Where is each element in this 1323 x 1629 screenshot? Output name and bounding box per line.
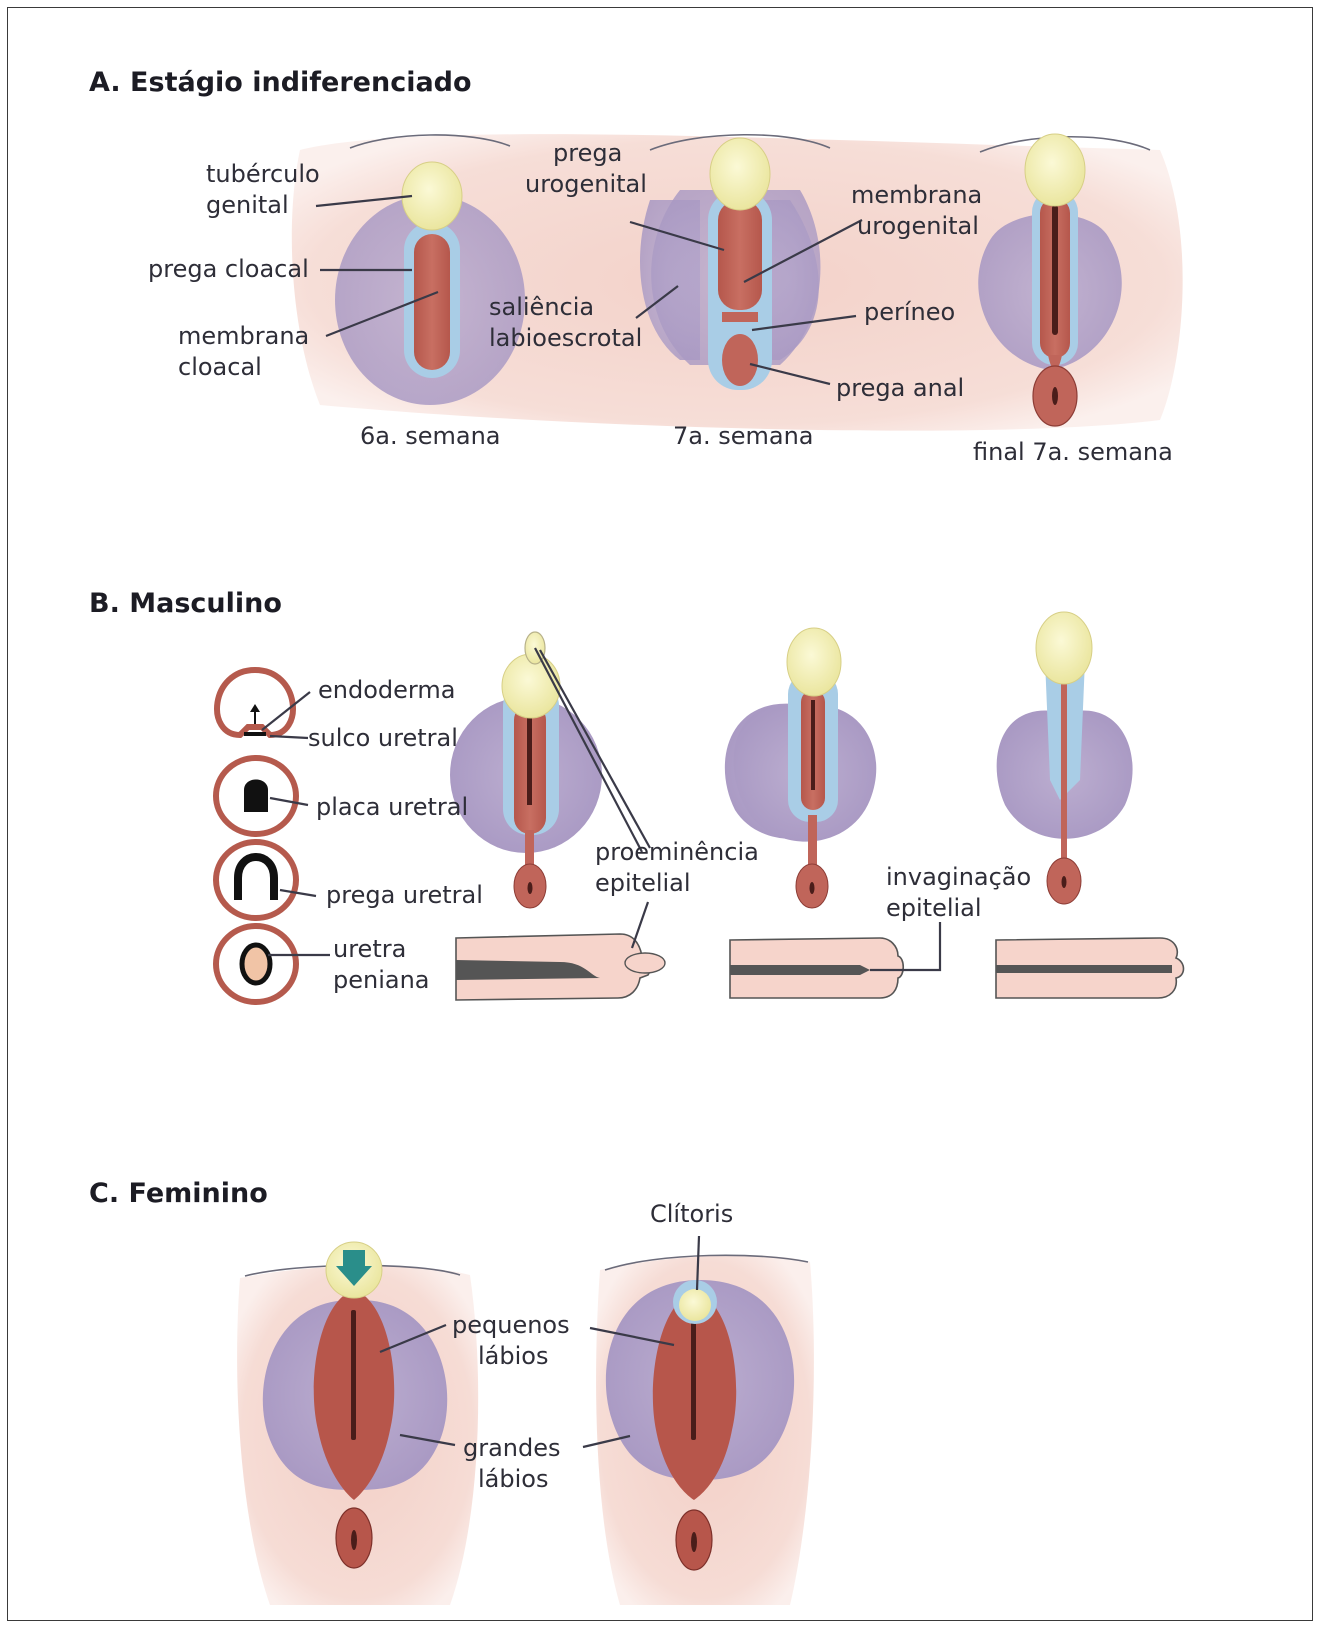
label-membrana-cloacal-line2: cloacal	[178, 353, 262, 381]
label-endoderma: endoderma	[318, 676, 455, 704]
caption-final-7-week: final 7a. semana	[973, 438, 1173, 466]
b-male-stage-3-illustration	[997, 612, 1133, 904]
label-prega-urogenital-line2: urogenital	[525, 170, 647, 198]
b-male-stage-1-illustration	[450, 632, 602, 908]
label-pequenos-line1: pequenos	[452, 1311, 570, 1339]
section-b-title: B. Masculino	[89, 588, 282, 619]
section-c-title: C. Feminino	[89, 1178, 268, 1209]
label-prega-urogenital-line1: prega	[553, 139, 622, 167]
label-tuberculo-line1: tubérculo	[206, 160, 320, 188]
label-prega-uretral: prega uretral	[326, 881, 483, 909]
label-membrana-urogenital-line1: membrana	[851, 181, 982, 209]
label-saliencia-line2: labioescrotal	[489, 324, 642, 352]
label-proeminencia-line1: proeminência	[595, 838, 759, 866]
label-proeminencia-line2: epitelial	[595, 869, 691, 897]
label-sulco-uretral: sulco uretral	[308, 724, 458, 752]
section-a-title: A. Estágio indiferenciado	[89, 67, 472, 98]
label-invaginacao-line1: invaginação	[886, 863, 1031, 891]
label-uretra-line1: uretra	[333, 935, 406, 963]
label-tuberculo-line2: genital	[206, 191, 289, 219]
label-placa-uretral: placa uretral	[316, 793, 468, 821]
label-perineo: períneo	[864, 298, 955, 326]
b-male-stage-2-illustration	[725, 628, 876, 908]
caption-7-week: 7a. semana	[673, 422, 814, 450]
b-longitudinal-sections	[456, 934, 1184, 1000]
label-grandes-line2: lábios	[478, 1465, 548, 1493]
label-membrana-cloacal-line1: membrana	[178, 322, 309, 350]
label-pequenos-line2: lábios	[478, 1342, 548, 1370]
label-saliencia-line1: saliência	[489, 293, 594, 321]
urethra-cross-sections	[216, 670, 296, 1002]
label-invaginacao-line2: epitelial	[886, 894, 982, 922]
label-uretra-line2: peniana	[333, 966, 430, 994]
label-grandes-line1: grandes	[463, 1434, 561, 1462]
label-membrana-urogenital-line2: urogenital	[857, 212, 979, 240]
label-clitoris: Clítoris	[650, 1200, 733, 1228]
label-prega-cloacal: prega cloacal	[148, 255, 309, 283]
caption-6-week: 6a. semana	[360, 422, 501, 450]
label-prega-anal: prega anal	[836, 374, 964, 402]
